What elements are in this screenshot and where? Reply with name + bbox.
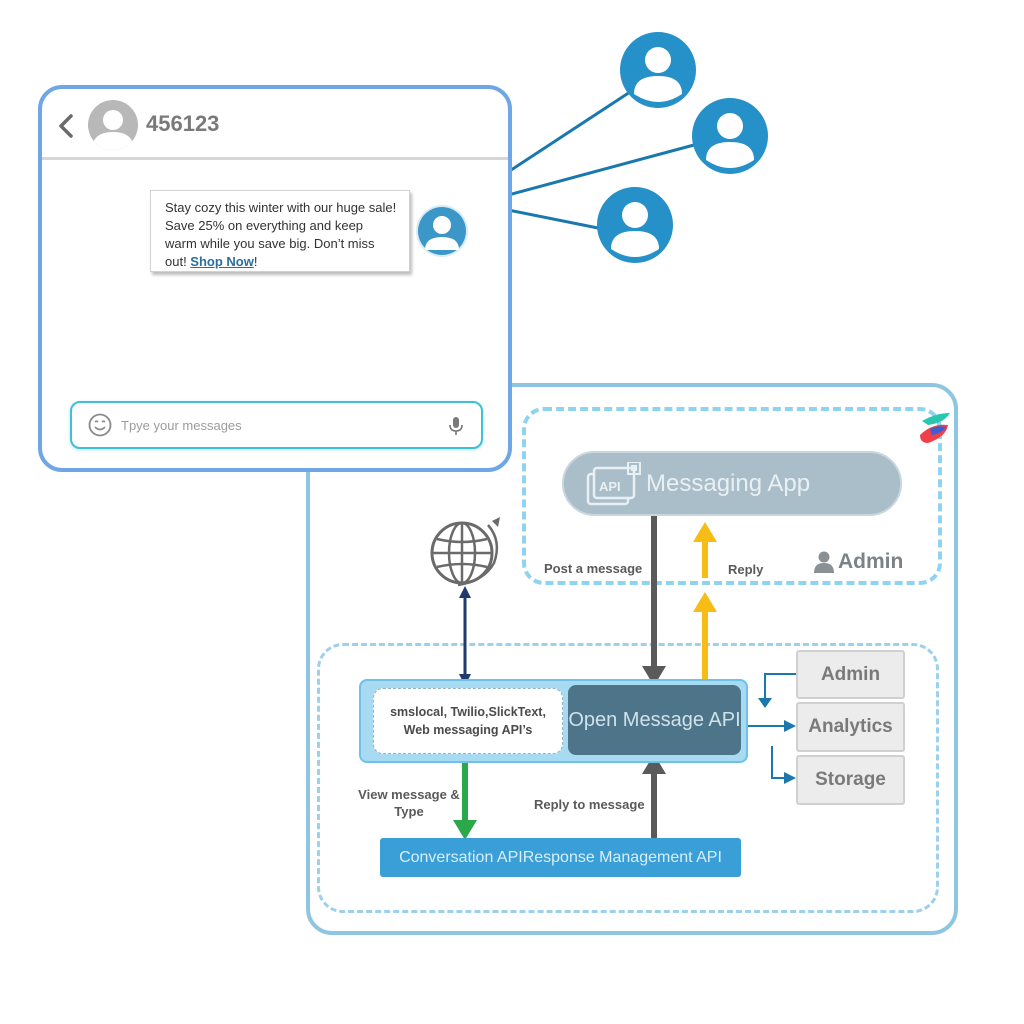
view-message-label: View message & Type: [358, 787, 460, 819]
contact-avatar-icon: [88, 100, 138, 150]
internet-arrow: [459, 586, 471, 686]
api-icon: API: [586, 462, 641, 506]
api-zone: [317, 643, 939, 913]
open-message-api-box: Open Message API: [568, 685, 741, 755]
post-message-label: Post a message: [544, 561, 643, 576]
view-message-arrow: [453, 758, 477, 840]
microphone-icon[interactable]: [448, 416, 464, 436]
reply-to-message-arrow: [642, 754, 666, 838]
shop-now-link[interactable]: Shop Now: [190, 254, 254, 269]
broadcast-line: [507, 143, 695, 197]
sender-avatar-icon: [416, 205, 468, 257]
message-input[interactable]: [70, 401, 483, 449]
admin-role-label: Admin: [838, 550, 904, 573]
message-text: Stay cozy this winter with our huge sale…: [165, 200, 397, 269]
broadcast-line: [507, 90, 631, 174]
messaging-app-label: Messaging App: [646, 469, 811, 497]
provider-apis-box: smslocal, Twilio,SlickText, Web messagin…: [373, 688, 563, 754]
svg-text:API: API: [599, 479, 621, 494]
user-avatar-icon: [692, 98, 768, 174]
contact-name: 456123: [146, 111, 220, 136]
admin-role: Admin: [814, 550, 903, 574]
storage-box: Storage: [796, 755, 905, 805]
analytics-box: Analytics: [796, 702, 905, 752]
side-connectors: [748, 673, 796, 784]
conversation-api-box: Conversation APIResponse Management API: [380, 838, 741, 877]
user-avatar-icon: [620, 32, 696, 108]
user-avatar-icon: [597, 187, 673, 263]
admin-zone: [522, 407, 942, 585]
reply-label: Reply: [728, 562, 764, 577]
brand-logo-icon: [920, 413, 950, 443]
chat-header-divider: [42, 157, 508, 160]
message-suffix: !: [253, 254, 258, 269]
globe-icon: [430, 517, 500, 587]
messaging-app-node: API Messaging App: [562, 451, 902, 516]
emoji-icon[interactable]: [88, 413, 112, 437]
user-icon: [814, 551, 834, 573]
broadcast-line: [507, 208, 599, 230]
message-input-placeholder: Tpye your messages: [121, 418, 242, 433]
post-message-arrow: [642, 516, 666, 686]
reply-arrow-upper: [693, 522, 717, 578]
reply-arrow-lower: [693, 592, 717, 680]
message-bubble: Stay cozy this winter with our huge sale…: [150, 190, 410, 272]
back-arrow-icon[interactable]: [56, 114, 76, 138]
admin-box: Admin: [796, 650, 905, 699]
reply-to-message-label: Reply to message: [534, 797, 645, 812]
